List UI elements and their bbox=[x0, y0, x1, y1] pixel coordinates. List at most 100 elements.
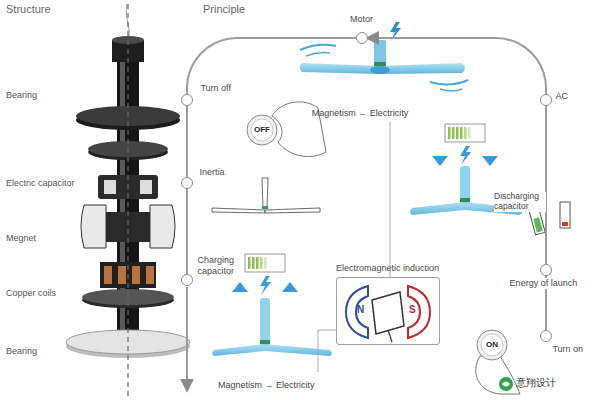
charge-bar bbox=[260, 257, 263, 269]
flow-triangle bbox=[482, 156, 498, 166]
fan-band bbox=[374, 62, 386, 66]
fan-blade bbox=[265, 208, 320, 213]
battery-level bbox=[533, 217, 542, 232]
step-label: Charging capacitor bbox=[197, 255, 253, 276]
motion-line bbox=[306, 52, 330, 56]
knob-face bbox=[481, 334, 503, 356]
section-heading: Principle bbox=[203, 3, 245, 16]
knob bbox=[477, 330, 507, 360]
charge-bar bbox=[456, 127, 459, 139]
flow-triangle bbox=[282, 282, 298, 292]
step-dot: AC bbox=[540, 94, 552, 106]
cycle-tail bbox=[186, 287, 188, 390]
part-name: Copper coils bbox=[6, 288, 56, 298]
step-dot: Turn off bbox=[181, 94, 193, 106]
fan-cap bbox=[370, 66, 390, 74]
knob bbox=[247, 115, 277, 145]
leader-line bbox=[390, 122, 391, 277]
lightning-symbol bbox=[460, 146, 471, 165]
copper-coil bbox=[118, 266, 126, 284]
fan-hub bbox=[262, 178, 268, 208]
watermark-icon-mark bbox=[502, 382, 510, 387]
fan-hub bbox=[460, 166, 470, 204]
coil-lead bbox=[388, 330, 392, 342]
flow-note: Magnetism ← Electricity bbox=[312, 108, 409, 118]
charge-bar bbox=[252, 257, 255, 269]
watermark-icon bbox=[499, 377, 513, 391]
magnet-part bbox=[150, 205, 175, 248]
charge-bar bbox=[248, 257, 251, 269]
fan-blade bbox=[212, 344, 265, 356]
capacitor-panel bbox=[104, 180, 116, 194]
hand bbox=[476, 356, 520, 394]
fan-band bbox=[260, 340, 270, 344]
cycle-line bbox=[186, 106, 188, 177]
capacitor-icon bbox=[445, 124, 485, 142]
part-name: Megnet bbox=[6, 233, 36, 243]
fan-hub bbox=[260, 298, 270, 346]
charge-bar bbox=[468, 127, 471, 139]
copper-coil bbox=[104, 266, 112, 284]
step-dot: Motor bbox=[356, 32, 368, 44]
flow-note: Magnetism → Electricity bbox=[218, 380, 315, 390]
step-label: AC bbox=[555, 91, 568, 101]
capacitor-icon bbox=[245, 254, 285, 272]
knob-text: ON bbox=[486, 340, 498, 349]
pole-letter: N bbox=[357, 304, 364, 316]
fan-blade bbox=[265, 344, 332, 356]
cycle-line bbox=[187, 38, 356, 94]
fan-blade bbox=[300, 63, 381, 74]
flow-triangle bbox=[232, 282, 248, 292]
charge-bar bbox=[464, 127, 467, 139]
capacitor-panel bbox=[140, 180, 152, 194]
charge-bar bbox=[448, 127, 451, 139]
part-name: Bearing bbox=[6, 346, 37, 356]
pole-letter: S bbox=[409, 304, 416, 316]
battery-level bbox=[562, 222, 568, 226]
step-dot: Inertia bbox=[181, 177, 193, 189]
coil-loop bbox=[372, 292, 404, 334]
copper-coil bbox=[146, 266, 154, 284]
watermark: 意翔设计 bbox=[516, 377, 556, 389]
step-dot: Charging capacitor bbox=[181, 274, 193, 286]
charge-bar bbox=[256, 257, 259, 269]
fan-blade bbox=[380, 63, 465, 74]
step-dot: Turn on bbox=[540, 330, 552, 342]
step-label: Turn off bbox=[200, 83, 231, 93]
charge-bar bbox=[264, 257, 267, 269]
fan-blade bbox=[212, 208, 265, 213]
charge-bar bbox=[452, 127, 455, 139]
magnet-pole bbox=[346, 286, 368, 338]
cycle-line bbox=[368, 38, 546, 94]
step-label: Motor bbox=[350, 14, 373, 24]
flow-triangle bbox=[432, 156, 448, 166]
panel-title: Electromagnetic induction bbox=[336, 263, 439, 273]
fan-caption: Discharging capacitor bbox=[494, 192, 546, 212]
step-dot: Energy of launch bbox=[540, 264, 552, 276]
magnet-core bbox=[106, 212, 150, 242]
part-name: Electric capacitor bbox=[6, 178, 75, 188]
motion-line bbox=[300, 45, 336, 50]
knob-face bbox=[251, 119, 273, 141]
motion-line bbox=[440, 89, 462, 91]
fan-band bbox=[460, 198, 470, 202]
knob-text: OFF bbox=[254, 125, 270, 134]
fan-hub bbox=[374, 40, 386, 68]
cycle-line bbox=[545, 106, 547, 264]
lightning-symbol bbox=[260, 276, 271, 295]
cycle-line bbox=[186, 189, 188, 274]
part-name: Bearing bbox=[6, 90, 37, 100]
fan-band bbox=[262, 206, 268, 209]
step-label: Inertia bbox=[199, 167, 224, 177]
axis-line bbox=[127, 4, 128, 396]
copper-coil bbox=[132, 266, 140, 284]
battery-icon bbox=[560, 202, 570, 228]
section-heading: Structure bbox=[6, 3, 51, 16]
charge-bar bbox=[460, 127, 463, 139]
step-label: Energy of launch bbox=[510, 278, 578, 288]
leader-line bbox=[318, 330, 336, 372]
magnet-pole bbox=[408, 286, 430, 338]
fan-blade bbox=[410, 202, 465, 215]
magnet-part bbox=[81, 205, 106, 248]
motion-line bbox=[430, 80, 468, 85]
